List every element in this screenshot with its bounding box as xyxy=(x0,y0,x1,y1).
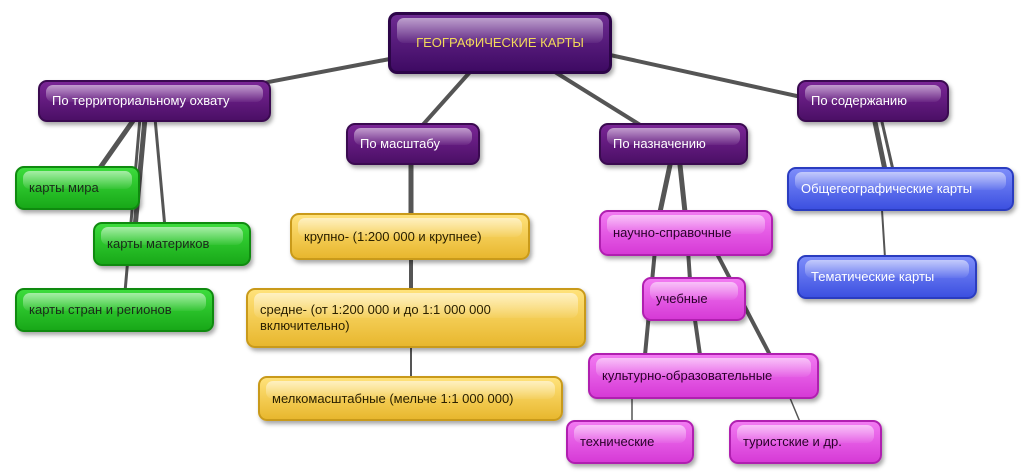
root-label: ГЕОГРАФИЧЕСКИЕ КАРТЫ xyxy=(416,35,584,50)
scale-medium-label: средне- (от 1:200 000 и до 1:1 000 000 в… xyxy=(260,302,491,333)
territory-continents: карты материков xyxy=(93,222,251,266)
connector-purpose-tourist-2 xyxy=(789,397,801,423)
category-scale: По масштабу xyxy=(346,123,480,165)
category-scale-label: По масштабу xyxy=(360,136,440,151)
scale-large: крупно- (1:200 000 и крупнее) xyxy=(290,213,530,260)
scale-small-label: мелкомасштабные (мельче 1:1 000 000) xyxy=(272,390,514,406)
purpose-technical-label: технические xyxy=(580,434,655,449)
connector-purpose-science xyxy=(657,162,673,215)
connector-content-general-2 xyxy=(880,120,895,172)
purpose-tourist-label: туристские и др. xyxy=(743,434,842,449)
territory-countries: карты стран и регионов xyxy=(15,288,214,332)
connector-purpose-culture xyxy=(693,318,702,357)
connector-territory-world xyxy=(92,115,138,178)
territory-countries-label: карты стран и регионов xyxy=(29,302,172,317)
territory-continents-label: карты материков xyxy=(107,236,210,251)
root-node: ГЕОГРАФИЧЕСКИЕ КАРТЫ xyxy=(388,12,612,74)
purpose-culture: культурно-образовательные xyxy=(588,353,819,399)
connector-territory-continents xyxy=(132,115,148,231)
connector-territory-continents-2 xyxy=(153,116,167,230)
category-content: По содержанию xyxy=(797,80,949,122)
purpose-technical: технические xyxy=(566,420,694,464)
connector-content-general xyxy=(872,119,888,173)
scale-medium: средне- (от 1:200 000 и до 1:1 000 000 в… xyxy=(246,288,586,348)
connector-purpose-science-2 xyxy=(677,162,688,215)
content-thematic: Тематические карты xyxy=(797,255,977,299)
purpose-culture-label: культурно-образовательные xyxy=(602,368,773,383)
connector-content-thematic xyxy=(881,209,886,259)
category-territory-label: По территориальному охвату xyxy=(52,93,230,108)
purpose-tourist: туристские и др. xyxy=(729,420,882,464)
category-purpose: По назначению xyxy=(599,123,748,165)
purpose-science-label: научно-справочные xyxy=(613,225,732,240)
connector-root-content xyxy=(608,53,817,102)
territory-world-label: карты мира xyxy=(29,180,99,195)
scale-small: мелкомасштабные (мельче 1:1 000 000) xyxy=(258,376,563,421)
purpose-science: научно-справочные xyxy=(599,210,773,256)
content-general-label: Общегеографические карты xyxy=(801,181,973,196)
scale-large-label: крупно- (1:200 000 и крупнее) xyxy=(304,228,482,244)
territory-world: карты мира xyxy=(15,166,140,210)
category-content-label: По содержанию xyxy=(811,93,907,108)
category-territory: По территориальному охвату xyxy=(38,80,271,122)
purpose-education: учебные xyxy=(642,277,746,321)
content-general: Общегеографические карты xyxy=(787,167,1014,211)
content-thematic-label: Тематические карты xyxy=(811,269,935,284)
connector-root-purpose xyxy=(553,70,647,130)
connector-root-scale xyxy=(418,70,472,130)
purpose-education-label: учебные xyxy=(656,291,708,306)
category-purpose-label: По назначению xyxy=(613,136,706,151)
